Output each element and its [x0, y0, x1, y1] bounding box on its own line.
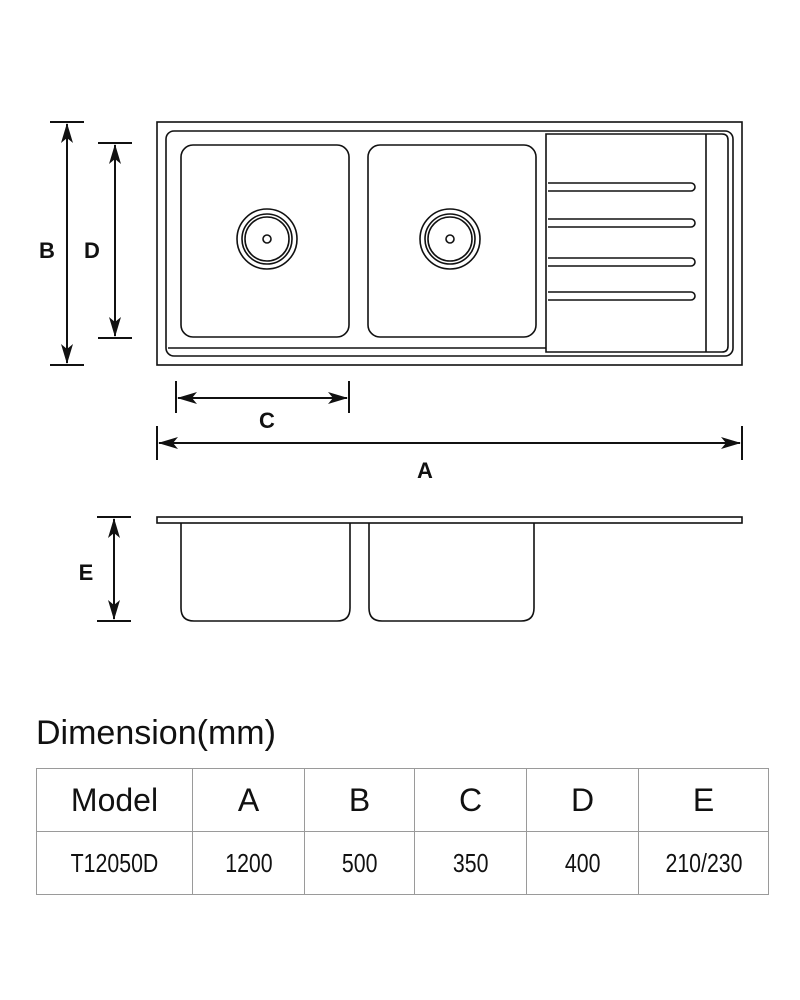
- header-d: D: [526, 768, 639, 832]
- cell-b: 500: [304, 831, 415, 895]
- drainboard-groove: [548, 218, 696, 228]
- dimension-table: Model A B C D E T12050D 1200 500 350 400…: [36, 768, 769, 895]
- drainboard-groove: [548, 291, 696, 301]
- cell-c: 350: [414, 831, 527, 895]
- header-a: A: [192, 768, 305, 832]
- side-view-right-bowl: [368, 523, 535, 622]
- header-e: E: [638, 768, 769, 832]
- dimension-b-label: B: [39, 238, 55, 263]
- dimension-b: [50, 121, 84, 366]
- sink-inner-rim: [165, 130, 734, 357]
- cell-a: 1200: [192, 831, 305, 895]
- dimension-d-label: D: [84, 238, 100, 263]
- right-drain-icon: [419, 208, 481, 270]
- side-view-left-bowl: [180, 523, 351, 622]
- table-row: T12050D 1200 500 350 400 210/230: [36, 831, 769, 895]
- cell-d-value: 400: [564, 847, 601, 878]
- dimension-c-label: C: [259, 408, 275, 433]
- cell-e-value: 210/230: [664, 847, 743, 878]
- sink-side-view: [156, 516, 743, 622]
- drainboard-groove: [548, 257, 696, 267]
- dimension-c: [175, 381, 350, 413]
- sink-technical-drawing: B D C A E: [39, 121, 743, 622]
- drainboard-groove: [548, 182, 696, 192]
- header-c: C: [414, 768, 527, 832]
- cell-d: 400: [526, 831, 639, 895]
- sink-outer-rim: [156, 121, 743, 366]
- cell-model: T12050D: [36, 831, 193, 895]
- cell-a-value: 1200: [224, 847, 273, 878]
- sink-top-view: [156, 121, 743, 366]
- dimension-a: [156, 426, 743, 460]
- header-b: B: [304, 768, 415, 832]
- table-header-row: Model A B C D E: [36, 768, 769, 832]
- header-model: Model: [36, 768, 193, 832]
- cell-b-value: 500: [341, 847, 378, 878]
- cell-model-value: T12050D: [70, 847, 159, 878]
- dimension-a-label: A: [417, 458, 433, 483]
- side-view-top-plate: [156, 516, 743, 524]
- dimension-heading: Dimension(mm): [36, 714, 276, 752]
- drainboard-outline: [545, 133, 729, 353]
- dimension-d: [98, 142, 132, 339]
- cell-c-value: 350: [452, 847, 489, 878]
- left-drain-icon: [236, 208, 298, 270]
- left-bowl: [180, 144, 350, 338]
- cell-e: 210/230: [638, 831, 769, 895]
- dimension-e: [97, 516, 131, 622]
- dimension-e-label: E: [79, 560, 94, 585]
- right-bowl: [367, 144, 537, 338]
